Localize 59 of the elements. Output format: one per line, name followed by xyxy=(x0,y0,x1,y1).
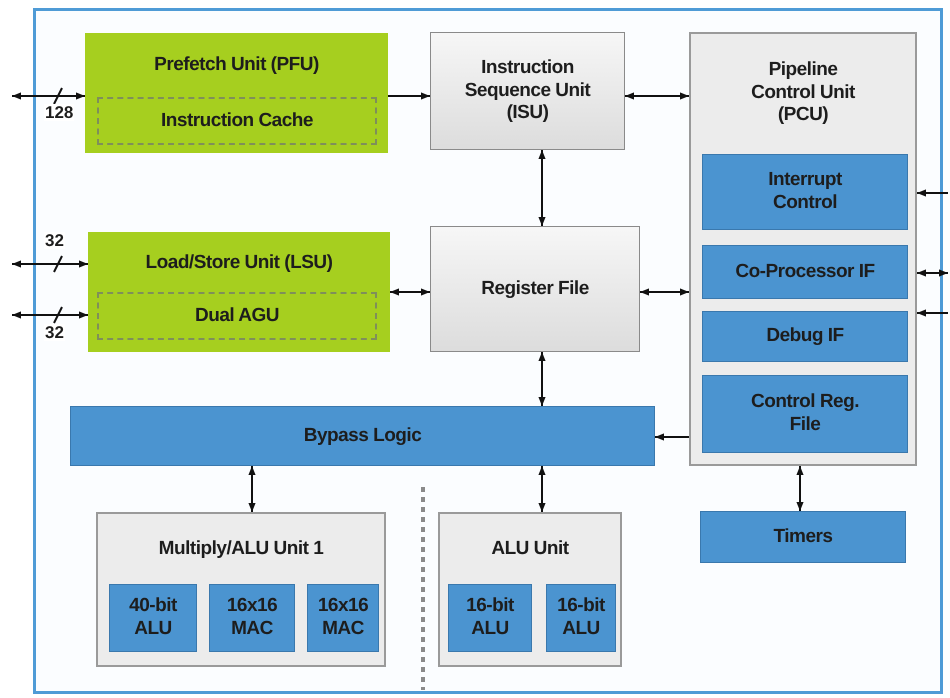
block-box xyxy=(700,511,906,563)
arrow xyxy=(655,433,689,441)
edge-label: 32 xyxy=(44,232,65,249)
block-label: 40-bit ALU xyxy=(128,595,178,641)
block-label: 16x16 MAC xyxy=(316,595,370,641)
unit-panel xyxy=(438,512,622,667)
arrow xyxy=(538,466,546,512)
block-label: Timers xyxy=(774,526,832,548)
block-label: Register File xyxy=(481,278,589,300)
block-label: Debug IF xyxy=(766,325,844,348)
edge-label: 32 xyxy=(44,324,65,341)
block-label: Prefetch Unit (PFU) xyxy=(154,54,319,76)
arrow xyxy=(12,92,85,100)
block-box xyxy=(307,584,379,652)
block-box xyxy=(70,406,655,466)
block-label: Instruction Sequence Unit (ISU) xyxy=(464,56,592,126)
block-label: Load/Store Unit (LSU) xyxy=(146,252,332,274)
arrow xyxy=(388,92,430,100)
edge-label: 128 xyxy=(44,104,74,121)
block-box xyxy=(109,584,197,652)
block-label: 16-bit ALU xyxy=(465,595,516,641)
arrow xyxy=(390,288,430,296)
block-label: 16-bit ALU xyxy=(556,595,606,641)
unit-panel xyxy=(689,32,917,466)
dashed-subunit-box xyxy=(97,97,377,145)
arrow xyxy=(12,260,88,268)
block-label: Pipeline Control Unit (PCU) xyxy=(750,58,856,128)
block-box xyxy=(702,245,908,299)
block-label: Bypass Logic xyxy=(304,424,422,448)
dashed-subunit-box xyxy=(97,292,377,340)
block-label: Multiply/ALU Unit 1 xyxy=(158,538,324,560)
block-box xyxy=(702,154,908,230)
arrow xyxy=(248,466,256,512)
block-label: Interrupt Control xyxy=(767,169,844,215)
block-box xyxy=(546,584,616,652)
arrow xyxy=(12,311,88,319)
arrow xyxy=(640,288,689,296)
arrow xyxy=(625,92,689,100)
arrow xyxy=(917,189,948,197)
block-label: Control Reg. File xyxy=(750,391,860,437)
unit-box xyxy=(85,33,388,153)
block-label: Co-Processor IF xyxy=(735,260,875,284)
block-box xyxy=(702,311,908,362)
block-box xyxy=(209,584,295,652)
block-label: Dual AGU xyxy=(195,304,279,328)
arrow xyxy=(917,309,948,317)
arrow xyxy=(796,466,804,511)
block-label: ALU Unit xyxy=(491,538,569,560)
arrow xyxy=(538,352,546,406)
unit-box xyxy=(430,32,625,150)
block-box xyxy=(702,375,908,453)
arrow xyxy=(538,150,546,226)
block-label: 16x16 MAC xyxy=(226,595,278,641)
unit-panel xyxy=(96,512,386,667)
unit-box xyxy=(430,226,640,352)
unit-box xyxy=(88,232,390,352)
block-label: Instruction Cache xyxy=(161,110,313,132)
arrow xyxy=(917,269,948,277)
block-box xyxy=(448,584,532,652)
